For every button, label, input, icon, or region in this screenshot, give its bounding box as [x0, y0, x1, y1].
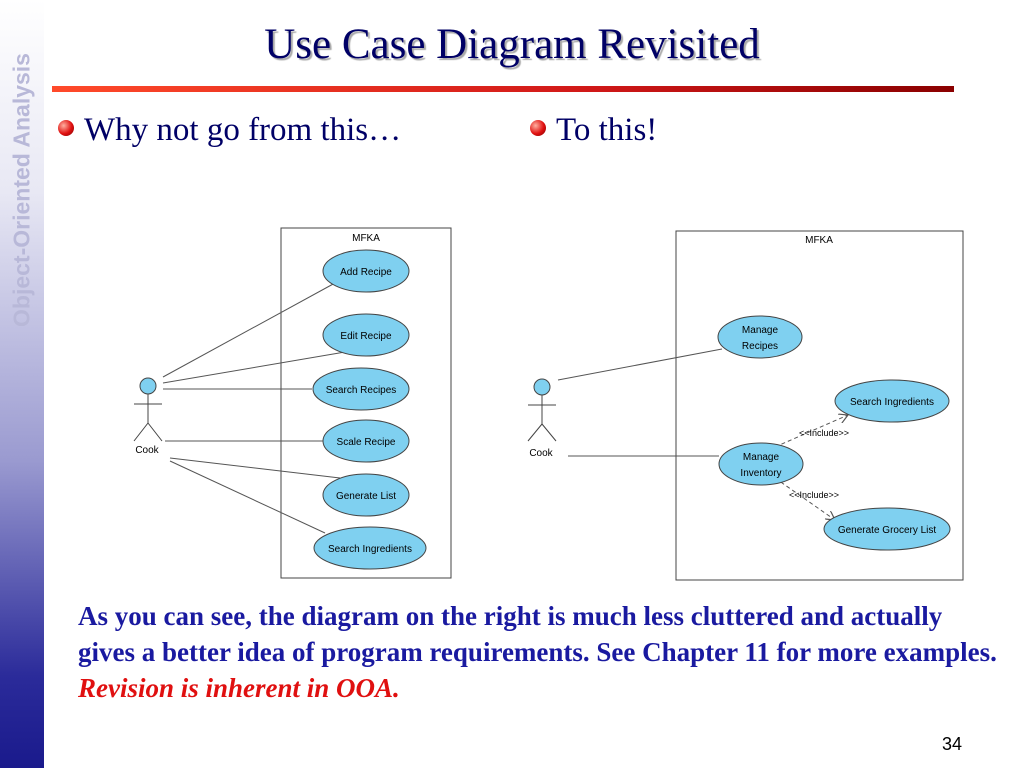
actor-cook: [133, 377, 163, 442]
actor-label: Cook: [529, 448, 553, 459]
side-band: [0, 0, 44, 768]
bullet-text: To this!: [556, 112, 658, 148]
use-case-edit-recipe: [322, 313, 410, 357]
bullet-icon: [58, 120, 74, 136]
use-case-search-ingredients: [834, 379, 950, 423]
include-arrow: [774, 477, 835, 520]
use-case-manage-inventory: [718, 442, 804, 486]
use-case-generate-grocery-list: [823, 507, 951, 551]
bullet-from-this: Why not go from this…: [58, 112, 401, 149]
association-line: [169, 460, 326, 534]
bullet-icon: [530, 120, 546, 136]
use-case-search-recipes: [312, 367, 410, 411]
use-case-label-line2: Recipes: [742, 341, 778, 352]
summary-emphasis: Revision is inherent in OOA.: [78, 673, 400, 703]
page-number: 34: [941, 734, 962, 754]
use-case-label: Add Recipe: [340, 267, 392, 278]
association-line: [162, 282, 336, 378]
use-case-label: Search Recipes: [326, 385, 397, 396]
summary-body: As you can see, the diagram on the right…: [78, 601, 997, 667]
use-case-label: Search Ingredients: [850, 397, 934, 408]
use-case-search-ingredients: [313, 526, 427, 570]
use-case-add-recipe: [322, 249, 410, 293]
association-line: [557, 348, 723, 381]
actor-label: Cook: [135, 445, 159, 456]
use-case-label-line1: Manage: [743, 452, 780, 463]
use-case-label: Generate List: [336, 491, 396, 502]
use-case-scale-recipe: [322, 419, 410, 463]
association-line: [169, 457, 341, 479]
slide-title: Use Case Diagram Revisited: [264, 21, 760, 68]
diagram-left: MFKA Cook Add Recipe Edit Recipe Search …: [133, 227, 452, 579]
use-case-generate-list: [322, 473, 410, 517]
diagram-right: MFKA Cook <<Include>> <<Include>> Manage…: [527, 230, 964, 581]
title-rule: [52, 86, 954, 92]
include-label: <<Include>>: [799, 428, 849, 438]
use-case-label: Scale Recipe: [337, 437, 396, 448]
use-case-label-line2: Inventory: [740, 468, 781, 479]
use-case-label: Search Ingredients: [328, 544, 412, 555]
bullet-to-this: To this!: [530, 112, 657, 149]
system-name: MFKA: [805, 235, 833, 246]
use-case-label: Generate Grocery List: [838, 525, 937, 536]
use-case-label: Edit Recipe: [340, 331, 392, 342]
summary-text: As you can see, the diagram on the right…: [78, 598, 998, 706]
bullet-text: Why not go from this…: [84, 112, 402, 148]
use-case-manage-recipes: [717, 315, 803, 359]
include-arrow: [774, 415, 848, 448]
use-case-label-line1: Manage: [742, 325, 779, 336]
actor-cook: [527, 378, 557, 442]
system-name: MFKA: [352, 233, 380, 244]
include-label: <<Include>>: [789, 490, 839, 500]
association-line: [162, 351, 346, 384]
